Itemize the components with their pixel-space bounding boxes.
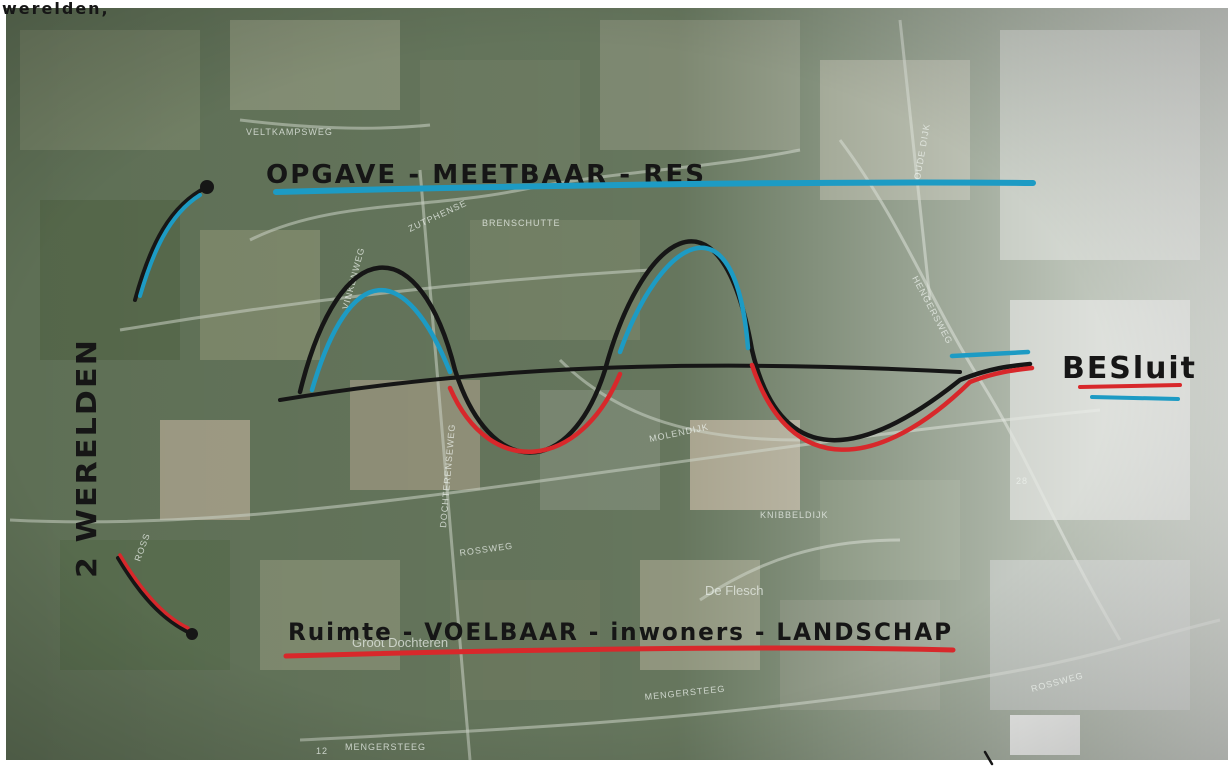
map-label-road-number-small: 12 [316,746,328,756]
bottom-heading-text: Ruimte - VOELBAAR - inwoners - LANDSCHAP [288,618,953,646]
lower-bracket-black [116,556,194,636]
result-underline-blue [1090,395,1180,401]
side-label-text: 2 WERELDEN [70,338,103,578]
bottom-heading-underline-red [283,645,956,659]
top-heading-underline-blue [273,179,1036,195]
map-label-de-flesch: De Flesch [705,583,764,598]
lower-bracket-red [118,553,190,630]
result-label-text: BESluit [1062,351,1197,386]
upper-bracket-black [133,185,209,302]
upper-bracket-blue [138,193,202,298]
wave-red-trough-1 [447,371,623,454]
wave-black-curve [297,239,1033,455]
wave-diagram [278,239,1035,455]
result-underline-red [1078,383,1182,389]
map-label-veltkampsweg: VELTKAMPSWEG [246,127,333,137]
map-label-knibbeldijk: KNIBBELDIJK [760,510,829,520]
map-label-brenschutte: BRENSCHUTTE [482,218,561,228]
map-label-road-number: 28 [1016,476,1028,486]
upper-bracket-dot [200,180,214,194]
ink-mark-bottom [983,750,994,766]
wave-red-trough-2 [749,362,1035,452]
corner-fragment-text: werelden, [2,0,110,18]
wave-blue-tail [949,349,1031,359]
lower-bracket-dot [186,628,198,640]
map-label-groot-dochteren: Groot Dochteren [352,635,448,650]
wave-blue-peak-1 [309,288,453,393]
wave-black-baseline [278,363,962,402]
map-label-mengersteeg-lower: MENGERSTEEG [345,742,426,752]
wave-blue-peak-2 [617,245,751,355]
